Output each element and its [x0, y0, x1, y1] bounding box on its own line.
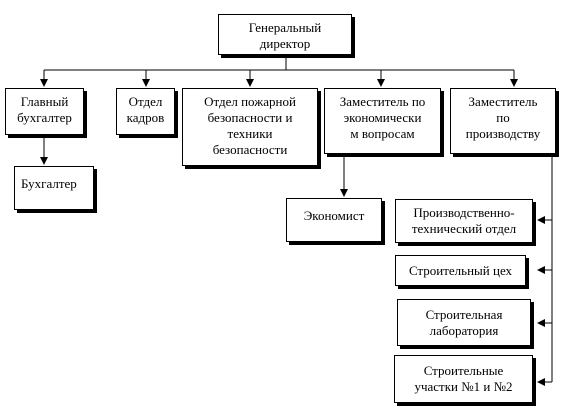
node-accountant: Бухгалтер	[14, 166, 94, 210]
node-deputy-economics: Заместитель по экономически м вопросам	[324, 88, 441, 154]
node-ceo: Генеральный директор	[218, 14, 352, 55]
node-construction-sites: Строительные участки №1 и №2	[394, 355, 533, 403]
node-hr-department: Отдел кадров	[116, 88, 175, 135]
node-chief-accountant: Главный бухгалтер	[5, 88, 84, 135]
node-production-technical-department: Производственно- технический отдел	[395, 199, 533, 243]
node-deputy-production: Заместитель по производству	[450, 88, 556, 154]
node-economist: Экономист	[286, 198, 382, 242]
node-fire-safety-department: Отдел пожарной безопасности и техники бе…	[182, 88, 318, 166]
node-construction-shop: Строительный цех	[395, 255, 526, 286]
node-construction-laboratory: Строительная лаборатория	[397, 299, 531, 346]
